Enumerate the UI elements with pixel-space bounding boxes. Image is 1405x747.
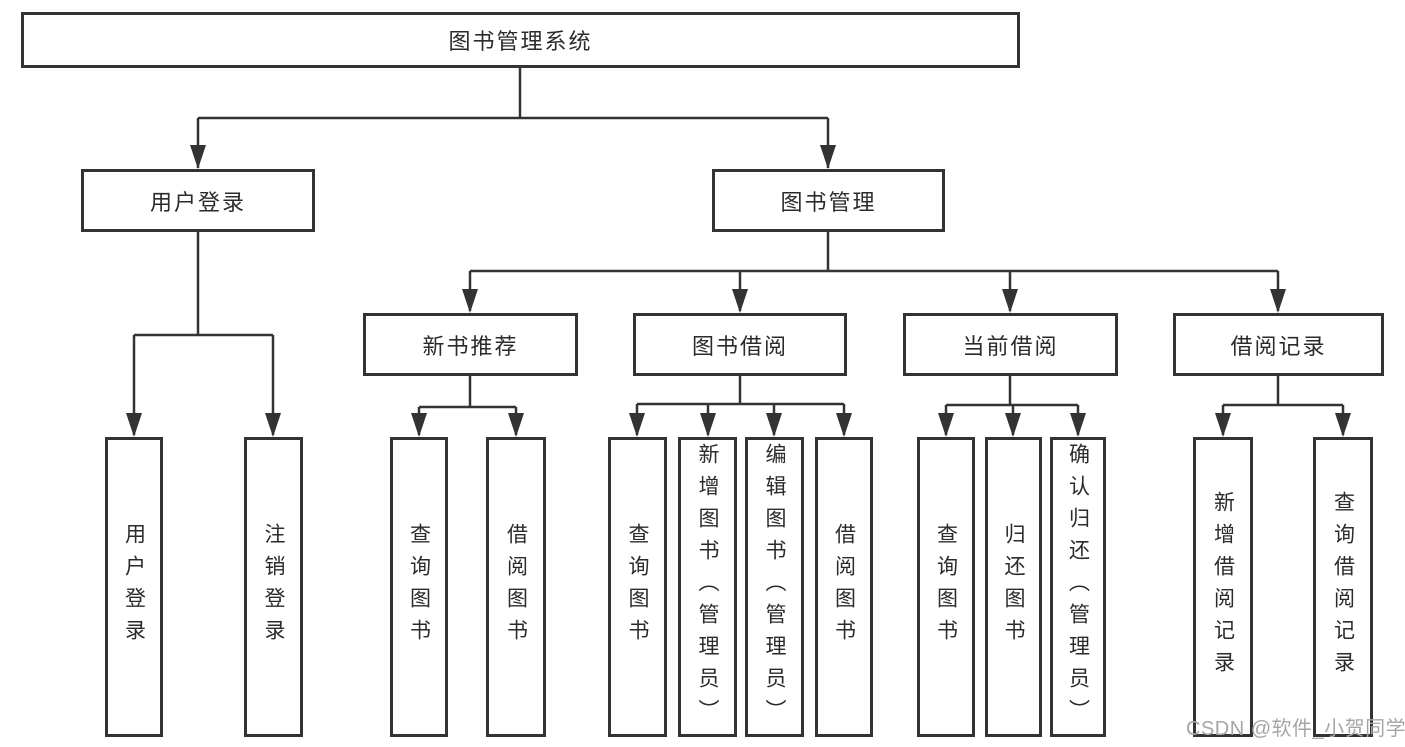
leaf-query-books-borrowing: 查询图书 — [608, 437, 667, 737]
watermark: CSDN @软件_小贺同学 — [1186, 718, 1405, 740]
node-current-borrowing: 当前借阅 — [903, 313, 1118, 376]
leaf-edit-book-admin: 编辑图书（管理员） — [745, 437, 804, 737]
node-book-borrowing: 图书借阅 — [633, 313, 847, 376]
leaf-borrow-books: 借阅图书 — [815, 437, 873, 737]
leaf-query-books-recommend: 查询图书 — [390, 437, 448, 737]
node-label: 查询图书 — [407, 523, 431, 651]
node-label: 图书管理系统 — [448, 29, 593, 54]
leaf-borrow-books-recommend: 借阅图书 — [486, 437, 546, 737]
node-label: 确认归还（管理员） — [1066, 443, 1090, 731]
node-label: 新书推荐 — [422, 333, 519, 359]
arrowhead-icons — [126, 145, 1351, 437]
leaf-add-borrow-record: 新增借阅记录 — [1193, 437, 1253, 737]
leaf-return-book: 归还图书 — [985, 437, 1042, 737]
node-user-login: 用户登录 — [81, 169, 315, 232]
node-label: 图书借阅 — [691, 333, 788, 359]
node-label: 借阅记录 — [1230, 333, 1327, 359]
leaf-query-borrow-record: 查询借阅记录 — [1313, 437, 1373, 737]
node-new-book-recommend: 新书推荐 — [363, 313, 578, 376]
node-library-management-system: 图书管理系统 — [21, 12, 1020, 68]
leaf-logout: 注销登录 — [244, 437, 303, 737]
leaf-confirm-return-admin: 确认归还（管理员） — [1050, 437, 1106, 737]
node-label: 查询借阅记录 — [1331, 491, 1355, 683]
node-label: 用户登录 — [122, 523, 146, 651]
node-label: 归还图书 — [1002, 523, 1025, 651]
node-borrow-records: 借阅记录 — [1173, 313, 1384, 376]
leaf-add-book-admin: 新增图书（管理员） — [678, 437, 737, 737]
leaf-query-books-current: 查询图书 — [917, 437, 975, 737]
node-label: 用户登录 — [149, 189, 246, 215]
node-book-management: 图书管理 — [712, 169, 945, 232]
node-label: 编辑图书（管理员） — [763, 443, 786, 731]
node-label: 注销登录 — [262, 523, 285, 651]
leaf-user-login: 用户登录 — [105, 437, 163, 737]
node-label: 图书管理 — [780, 189, 877, 215]
node-label: 查询图书 — [626, 523, 649, 651]
node-label: 新增借阅记录 — [1211, 491, 1235, 683]
node-label: 借阅图书 — [504, 523, 528, 651]
node-label: 新增图书（管理员） — [696, 443, 719, 731]
node-label: 查询图书 — [934, 523, 958, 651]
node-label: 当前借阅 — [962, 333, 1059, 359]
node-label: 借阅图书 — [832, 523, 856, 651]
